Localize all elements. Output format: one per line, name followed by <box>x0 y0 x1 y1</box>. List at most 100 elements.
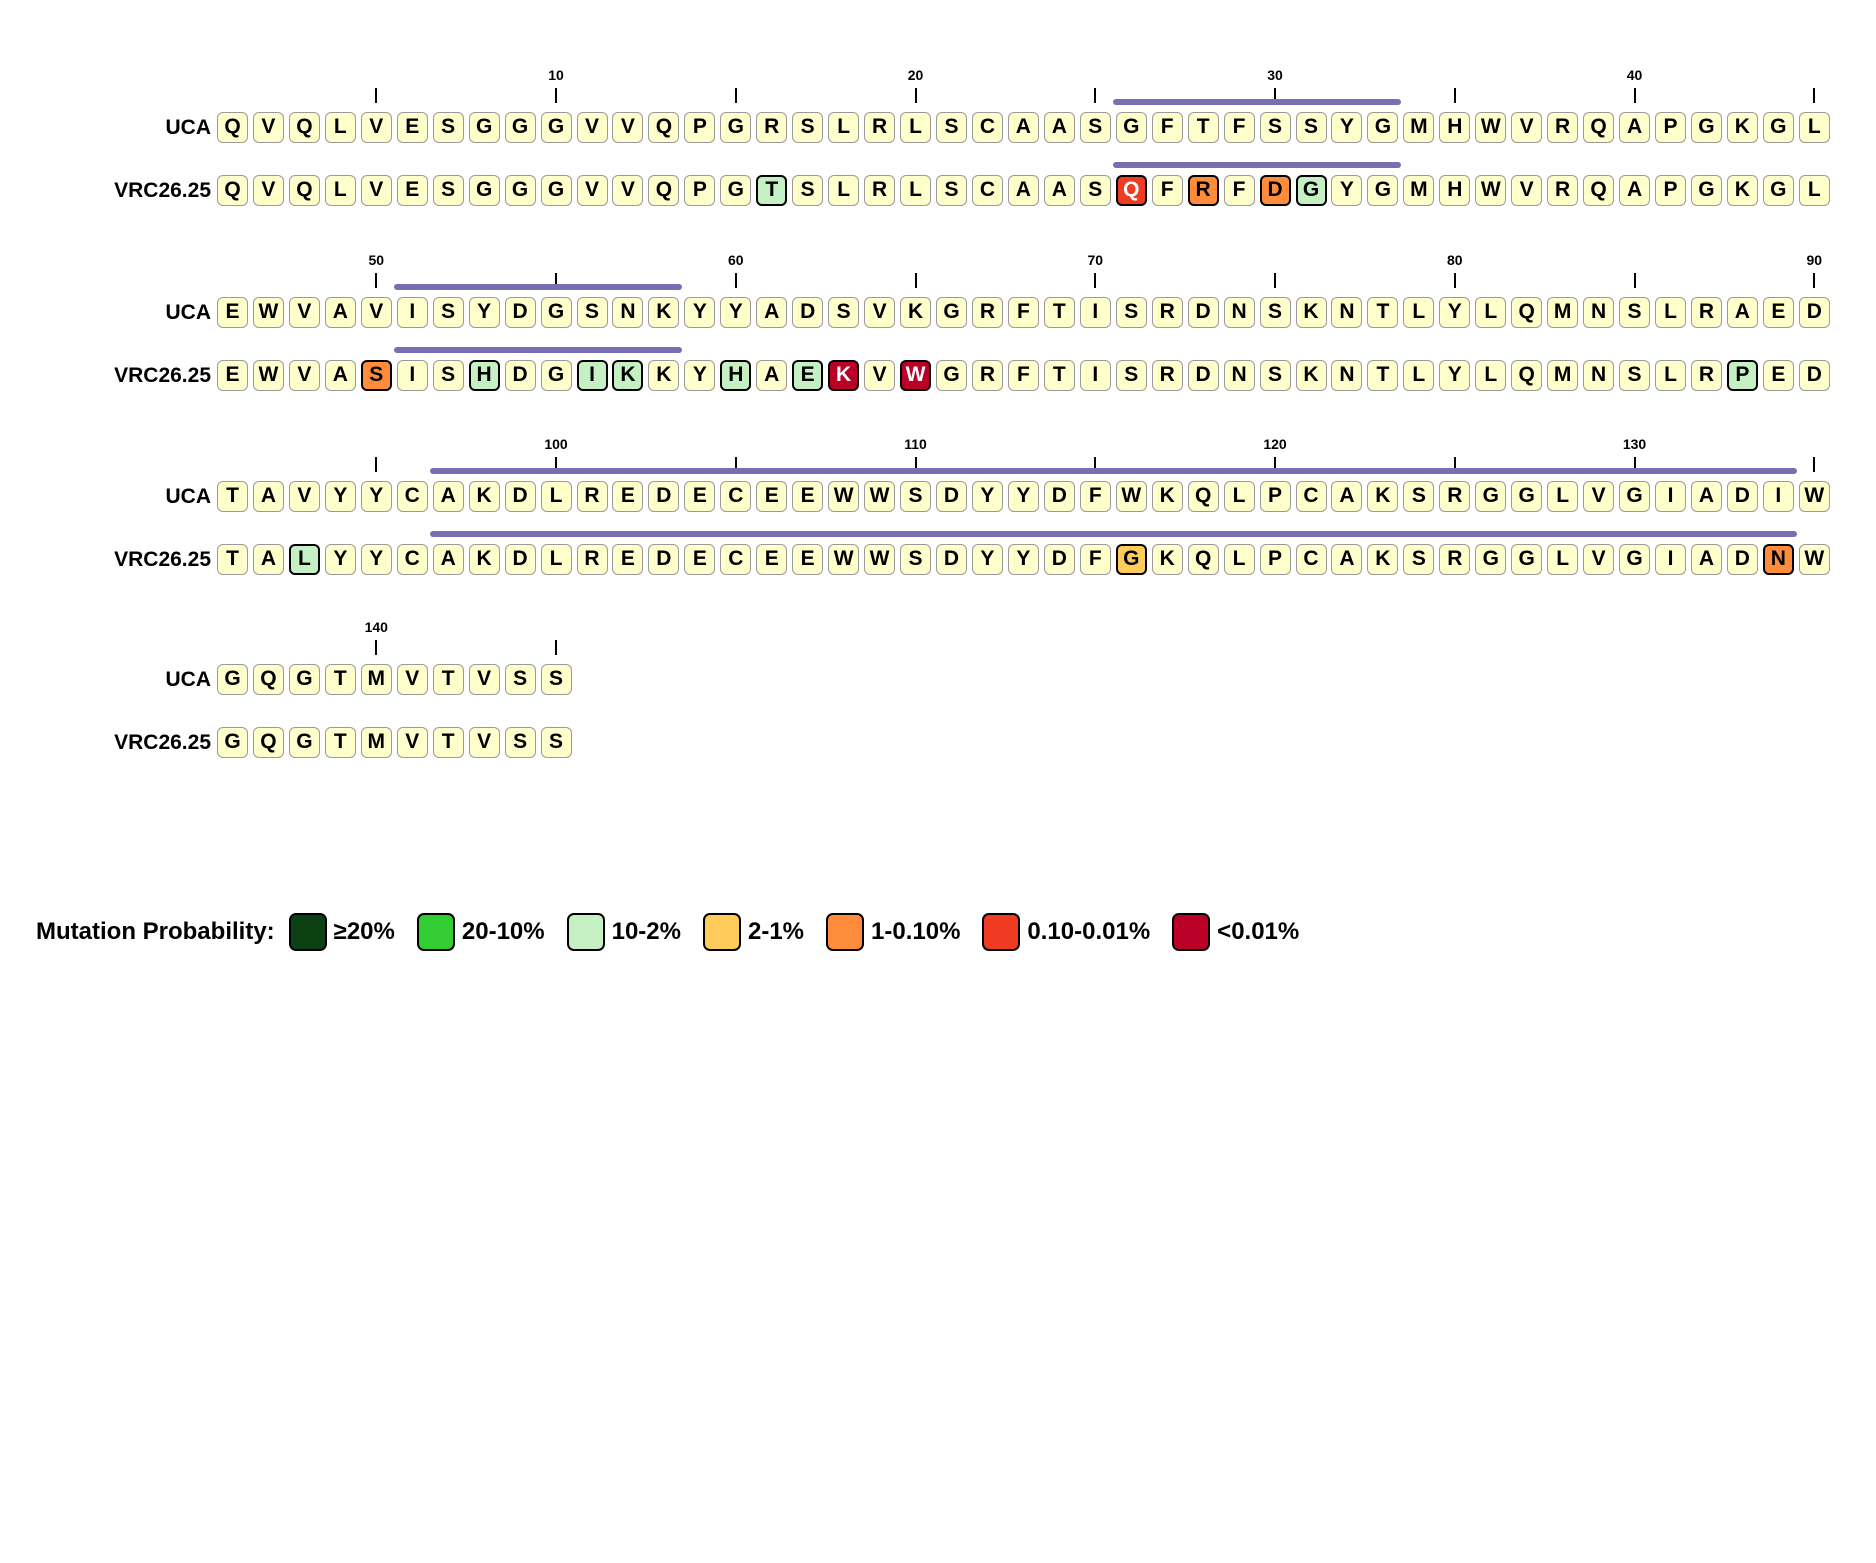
uca-residue: V <box>612 112 644 143</box>
position-tick <box>375 457 378 472</box>
legend-item: ≥20% <box>288 913 395 951</box>
vrc-residue: R <box>1151 360 1183 391</box>
mutated-residue: H <box>468 360 500 391</box>
mutation-probability-legend: Mutation Probability: ≥20%20-10%10-2%2-1… <box>36 913 1321 951</box>
cdr-region-bar <box>429 531 1797 537</box>
position-tick <box>555 640 558 655</box>
uca-residue: Y <box>324 481 356 512</box>
vrc-residue: D <box>1726 544 1758 575</box>
vrc-residue: V <box>1511 175 1543 206</box>
position-tick <box>1813 273 1816 288</box>
vrc-residue: G <box>1367 175 1399 206</box>
position-tick-label: 60 <box>728 252 744 268</box>
uca-residue: A <box>1619 112 1651 143</box>
position-tick <box>555 273 558 288</box>
vrc-residue: D <box>1187 360 1219 391</box>
uca-residue: Y <box>720 297 752 328</box>
uca-residue: G <box>1762 112 1794 143</box>
position-tick <box>1813 88 1816 103</box>
uca-residue: S <box>1079 112 1111 143</box>
vrc-residue: A <box>1619 175 1651 206</box>
uca-residue: W <box>828 481 860 512</box>
uca-residue: L <box>1798 112 1830 143</box>
legend-item: 20-10% <box>416 913 545 951</box>
vrc-residue: R <box>1439 544 1471 575</box>
vrc-residue: W <box>864 544 896 575</box>
position-tick <box>375 88 378 103</box>
legend-item: 1-0.10% <box>826 913 960 951</box>
uca-residue: K <box>1151 481 1183 512</box>
uca-residue: T <box>1043 297 1075 328</box>
uca-residue: R <box>1690 297 1722 328</box>
vrc-residue: S <box>432 360 464 391</box>
uca-residue: Y <box>360 481 392 512</box>
vrc-residue: S <box>1619 360 1651 391</box>
uca-residue: F <box>1151 112 1183 143</box>
position-tick <box>734 457 737 472</box>
vrc-residue: I <box>396 360 428 391</box>
legend-label: ≥20% <box>333 918 395 945</box>
uca-residue: G <box>217 664 248 695</box>
vrc-residue: L <box>1403 360 1435 391</box>
position-tick-label: 110 <box>904 436 927 452</box>
mutated-residue: D <box>1259 175 1291 206</box>
uca-residue: K <box>1295 297 1327 328</box>
uca-residue: A <box>1043 112 1075 143</box>
vrc-residue: M <box>360 727 392 758</box>
uca-residue: G <box>504 112 536 143</box>
vrc-residue: E <box>396 175 428 206</box>
uca-residue: S <box>1259 112 1291 143</box>
uca-residue: K <box>648 297 680 328</box>
uca-residue: H <box>1439 112 1471 143</box>
uca-residue: S <box>828 297 860 328</box>
vrc-residue: G <box>720 175 752 206</box>
vrc-residue: D <box>1043 544 1075 575</box>
vrc-residue: Q <box>288 175 320 206</box>
vrc-residue: M <box>1547 360 1579 391</box>
uca-residue: Y <box>1007 481 1039 512</box>
uca-residue: F <box>1223 112 1255 143</box>
uca-residue: S <box>792 112 824 143</box>
vrc-row-label: VRC26.25 <box>114 548 211 571</box>
uca-residue: E <box>756 481 788 512</box>
vrc-residue: G <box>1511 544 1543 575</box>
vrc-residue: I <box>1655 544 1686 575</box>
position-tick-label: 30 <box>1267 67 1283 83</box>
uca-residue: M <box>1403 112 1435 143</box>
vrc-residue: Y <box>1439 360 1471 391</box>
vrc-residue: N <box>1331 360 1363 391</box>
legend-title: Mutation Probability: <box>36 918 275 945</box>
uca-residue: G <box>468 112 500 143</box>
vrc-residue: G <box>1475 544 1507 575</box>
vrc-residue: G <box>540 360 572 391</box>
position-tick <box>1633 457 1636 472</box>
uca-residue: Y <box>1439 297 1471 328</box>
uca-residue: Y <box>971 481 1003 512</box>
mutated-residue: S <box>360 360 392 391</box>
mutated-residue: E <box>792 360 824 391</box>
position-tick <box>734 88 737 103</box>
legend-swatch <box>416 913 455 951</box>
position-tick <box>375 273 378 288</box>
legend-swatch <box>1172 913 1211 951</box>
vrc-residue: S <box>900 544 932 575</box>
vrc-residue: A <box>252 544 284 575</box>
vrc-residue: M <box>1403 175 1435 206</box>
uca-residue: D <box>1798 297 1830 328</box>
uca-residue: I <box>396 297 428 328</box>
uca-residue: Y <box>684 297 716 328</box>
vrc-residue: G <box>1690 175 1722 206</box>
vrc-residue: L <box>1798 175 1830 206</box>
uca-residue: T <box>1187 112 1219 143</box>
vrc-residue: G <box>1619 544 1651 575</box>
vrc-residue: L <box>900 175 932 206</box>
uca-residue: V <box>1583 481 1615 512</box>
vrc-residue: E <box>684 544 716 575</box>
uca-residue: A <box>432 481 464 512</box>
vrc-residue: A <box>1331 544 1363 575</box>
mutated-residue: Q <box>1115 175 1147 206</box>
vrc-row-label: VRC26.25 <box>114 179 211 202</box>
legend-swatch <box>288 913 327 951</box>
uca-residue: V <box>468 664 500 695</box>
uca-residue: A <box>1726 297 1758 328</box>
